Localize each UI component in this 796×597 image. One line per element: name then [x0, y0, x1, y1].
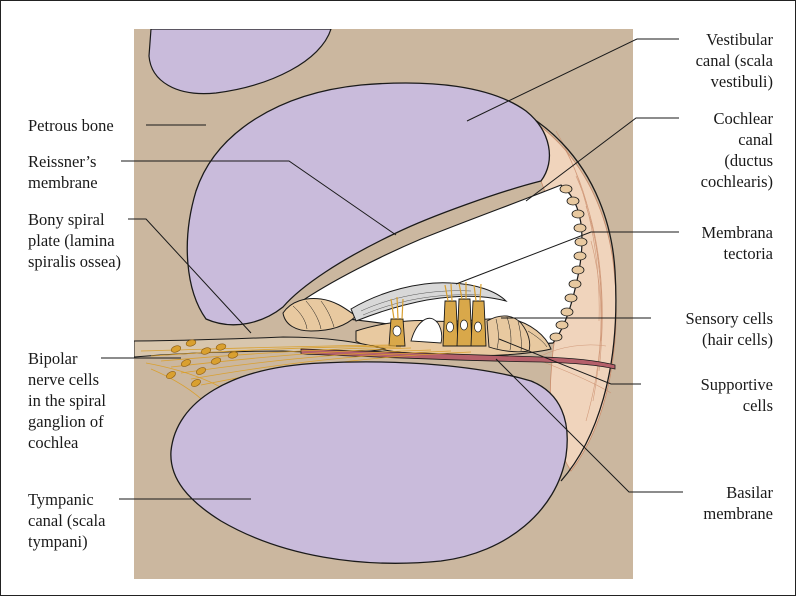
tympanic-label-line-1: canal (scala — [28, 511, 106, 530]
cochlear-label-line-1: canal — [738, 130, 773, 149]
vestibular-label-line-0: Vestibular — [706, 30, 773, 49]
vestibular-canal-label: Vestibular canal (scala vestibuli) — [696, 30, 774, 91]
membrana-tectoria-label: Membrana tectoria — [702, 223, 774, 263]
bipolar-nerve-cells-label: Bipolar nerve cells in the spiral ganglion … — [28, 349, 106, 452]
vestibular-label-line-1: canal (scala — [696, 51, 774, 70]
cochlear-label-line-3: cochlearis) — [701, 172, 773, 191]
tympanic-canal-label: Tympanic canal (scala tympani) — [28, 490, 106, 551]
cochlear-label-line-2: (ductus — [724, 151, 773, 170]
reissner-label-line-1: membrane — [28, 173, 98, 192]
sensory-label-line-1: (hair cells) — [702, 330, 773, 349]
bony_plate-label-line-0: Bony spiral — [28, 210, 105, 229]
supportive-label-line-0: Supportive — [701, 375, 773, 394]
bipolar-label-line-3: ganglion of — [28, 412, 104, 431]
bony_plate-label-line-1: plate (lamina — [28, 231, 115, 250]
bipolar-label-line-1: nerve cells — [28, 370, 99, 389]
petrous-bone-label: Petrous bone — [28, 116, 114, 135]
tympanic-label-line-0: Tympanic — [28, 490, 94, 509]
sensory-cells-label: Sensory cells (hair cells) — [685, 309, 773, 349]
tympanic-label-line-2: tympani) — [28, 532, 88, 551]
basilar-membrane-label: Basilar membrane — [703, 483, 773, 523]
reissner-label-line-0: Reissner’s — [28, 152, 96, 171]
supportive-cells-label: Supportive cells — [701, 375, 773, 415]
reissner-membrane-label: Reissner’s membrane — [28, 152, 98, 192]
sensory-label-line-0: Sensory cells — [685, 309, 773, 328]
bony-spiral-plate-label: Bony spiral plate (lamina spiralis ossea) — [28, 210, 121, 271]
petrous-label-line-0: Petrous bone — [28, 116, 114, 135]
supportive-label-line-1: cells — [743, 396, 773, 415]
cochlear-canal-label: Cochlear canal (ductus cochlearis) — [701, 109, 774, 191]
basilar-label-line-0: Basilar — [726, 483, 773, 502]
bony_plate-label-line-2: spiralis ossea) — [28, 252, 121, 271]
inner-hair-cell — [389, 297, 405, 346]
vestibular-label-line-2: vestibuli) — [711, 72, 773, 91]
cochlear-label-line-0: Cochlear — [713, 109, 773, 128]
bipolar-label-line-2: in the spiral — [28, 391, 106, 410]
bipolar-label-line-0: Bipolar — [28, 349, 78, 368]
tectoria-label-line-0: Membrana — [702, 223, 774, 242]
bipolar-label-line-4: cochlea — [28, 433, 79, 452]
basilar-label-line-1: membrane — [703, 504, 773, 523]
tectoria-label-line-1: tectoria — [724, 244, 774, 263]
